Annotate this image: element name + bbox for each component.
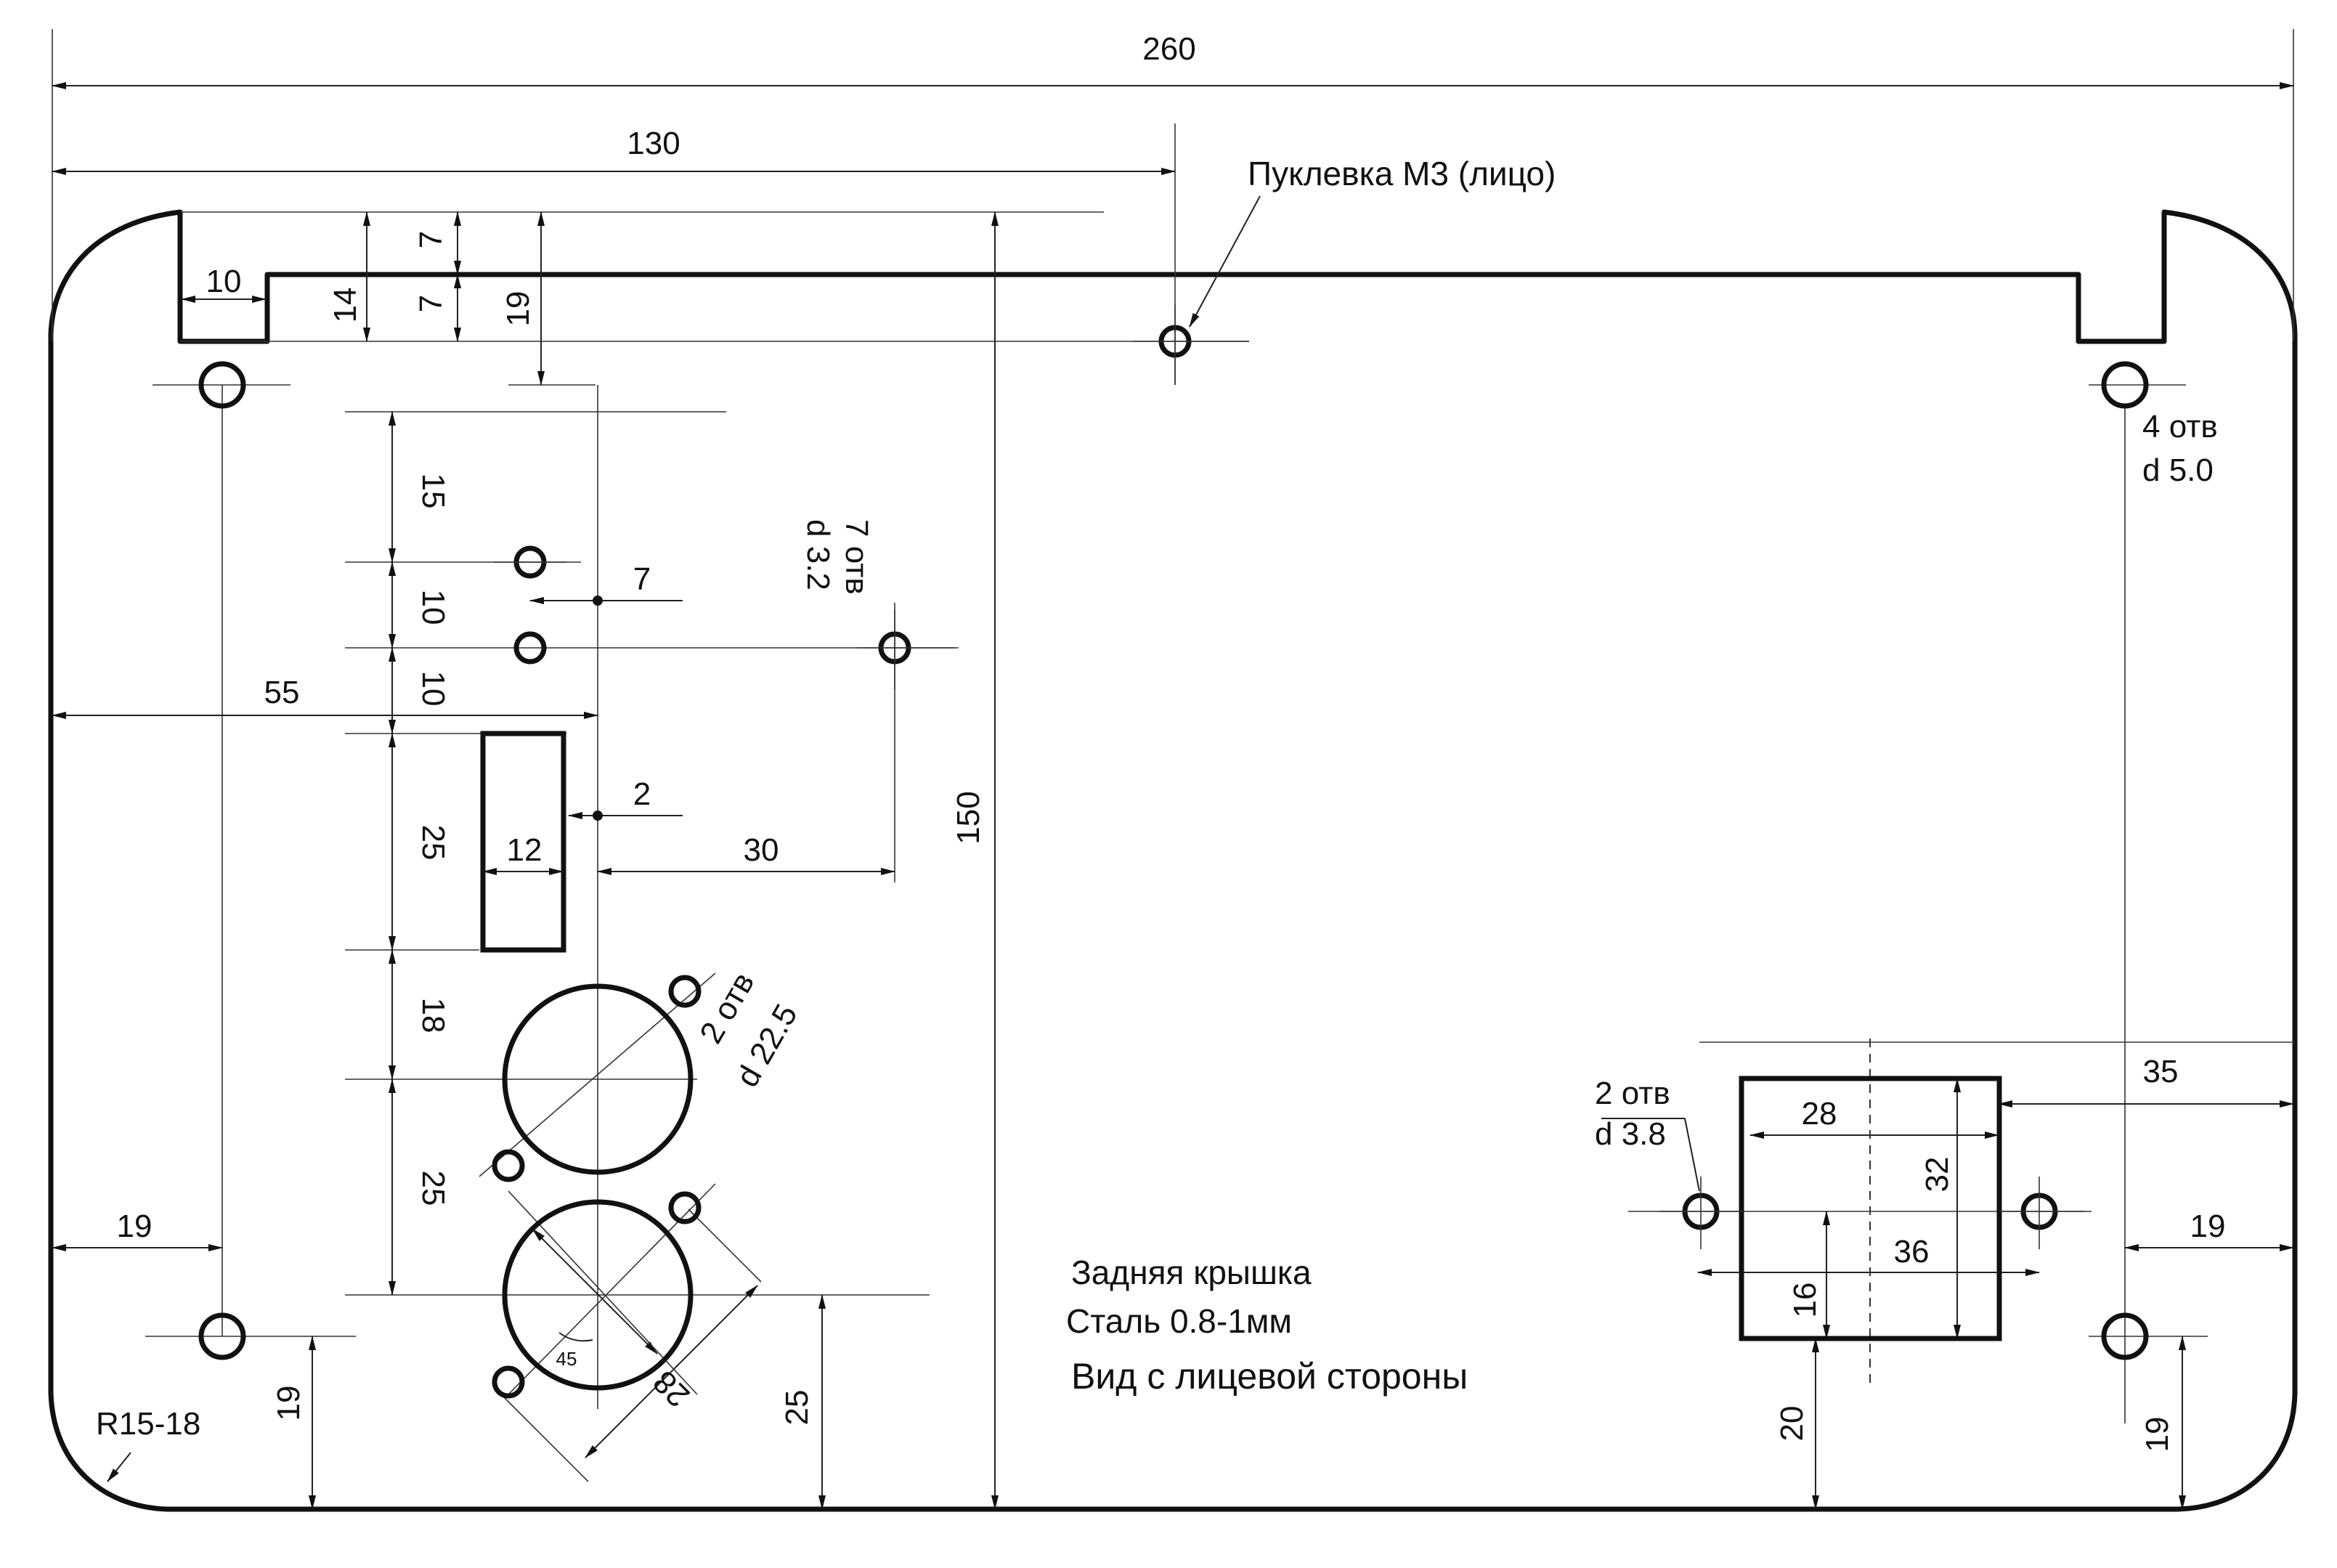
big-hole-lower [502, 1199, 694, 1391]
small-hole-d [668, 975, 702, 1008]
dim-v-10b: 10 [415, 671, 451, 707]
dim-v-15: 15 [415, 474, 451, 509]
dim-half-width: 130 [627, 126, 680, 161]
label-holes4-d: d 5.0 [2142, 452, 2214, 488]
dim-height-150: 150 [951, 791, 986, 844]
dimension-texts: 260 130 10 14 7 7 19 15 10 7 10 55 25 12… [117, 31, 2226, 1452]
ref-dot-7 [593, 596, 603, 606]
dim-right-19: 19 [2190, 1209, 2226, 1244]
label-holes2-small-count: 2 отв [1595, 1076, 1670, 1111]
dim-total-width: 260 [1142, 31, 1195, 67]
dim-w-28: 28 [1802, 1096, 1837, 1132]
dim-left-55: 55 [264, 675, 300, 710]
label-radius: R15-18 [96, 1406, 200, 1442]
dim-notch-width: 10 [206, 264, 242, 299]
dim-h-30: 30 [744, 832, 779, 868]
drawing-title: Задняя крышка [1071, 1254, 1312, 1291]
mount-hole-br [2101, 1312, 2149, 1360]
panel-outline [48, 209, 2298, 1512]
rect-slot-12x25 [480, 731, 566, 953]
label-holes7-d: d 3.2 [800, 519, 836, 590]
dim-v-25c: 25 [779, 1390, 815, 1426]
dim-h-7: 7 [633, 561, 651, 597]
mount-hole-bl [198, 1312, 246, 1360]
mount-hole-tr [2101, 361, 2149, 409]
label-holes2-small-d: d 3.8 [1595, 1116, 1666, 1152]
label-rivet-nut: Пуклевка М3 (лицо) [1248, 155, 1556, 192]
dim-b-20: 20 [1774, 1406, 1810, 1442]
drawing-material: Сталь 0.8-1мм [1066, 1302, 1292, 1340]
dim-v-25b: 25 [415, 1171, 451, 1206]
dim-bottom-19: 19 [271, 1386, 306, 1421]
dim-step-b: 7 [413, 295, 449, 312]
drawing-view: Вид с лицевой стороны [1071, 1356, 1468, 1397]
dim-left-19: 19 [117, 1209, 153, 1244]
angle-arc [558, 1332, 593, 1342]
dim-hole-offset-top: 19 [500, 291, 536, 327]
dim-h-32: 32 [1919, 1157, 1955, 1193]
label-holes4-count: 4 отв [2142, 409, 2218, 444]
small-hole-e [492, 1149, 525, 1182]
dim-right-35: 35 [2143, 1054, 2179, 1089]
small-hole-b [513, 631, 547, 665]
small-hole-f [668, 1191, 702, 1224]
label-holes7-count: 7 отв [839, 519, 874, 595]
rect-window-28x32 [1739, 1076, 2002, 1341]
dim-h-16: 16 [1787, 1283, 1823, 1318]
dim-notch-depth: 14 [328, 288, 363, 323]
dim-v-10a: 10 [415, 590, 451, 625]
ref-dot-2 [593, 811, 603, 821]
small-hole-g [492, 1365, 525, 1399]
annotation-texts: Пуклевка М3 (лицо) 4 отв d 5.0 7 отв d 3… [96, 155, 2218, 1442]
dim-br-19: 19 [2139, 1417, 2175, 1453]
dim-h-2: 2 [633, 776, 651, 812]
dim-step-a: 7 [413, 231, 449, 248]
dim-rect-12: 12 [507, 832, 542, 868]
dim-v-25a: 25 [415, 825, 451, 861]
big-hole-upper [502, 983, 694, 1175]
dim-v-18: 18 [415, 998, 451, 1033]
dim-angle-45: 45 [556, 1348, 577, 1370]
dim-w-36: 36 [1894, 1234, 1930, 1270]
dimension-lines [52, 82, 2294, 1510]
extension-lines [52, 29, 2295, 1423]
cutouts [198, 305, 2149, 1399]
mount-hole-tl [198, 361, 246, 409]
